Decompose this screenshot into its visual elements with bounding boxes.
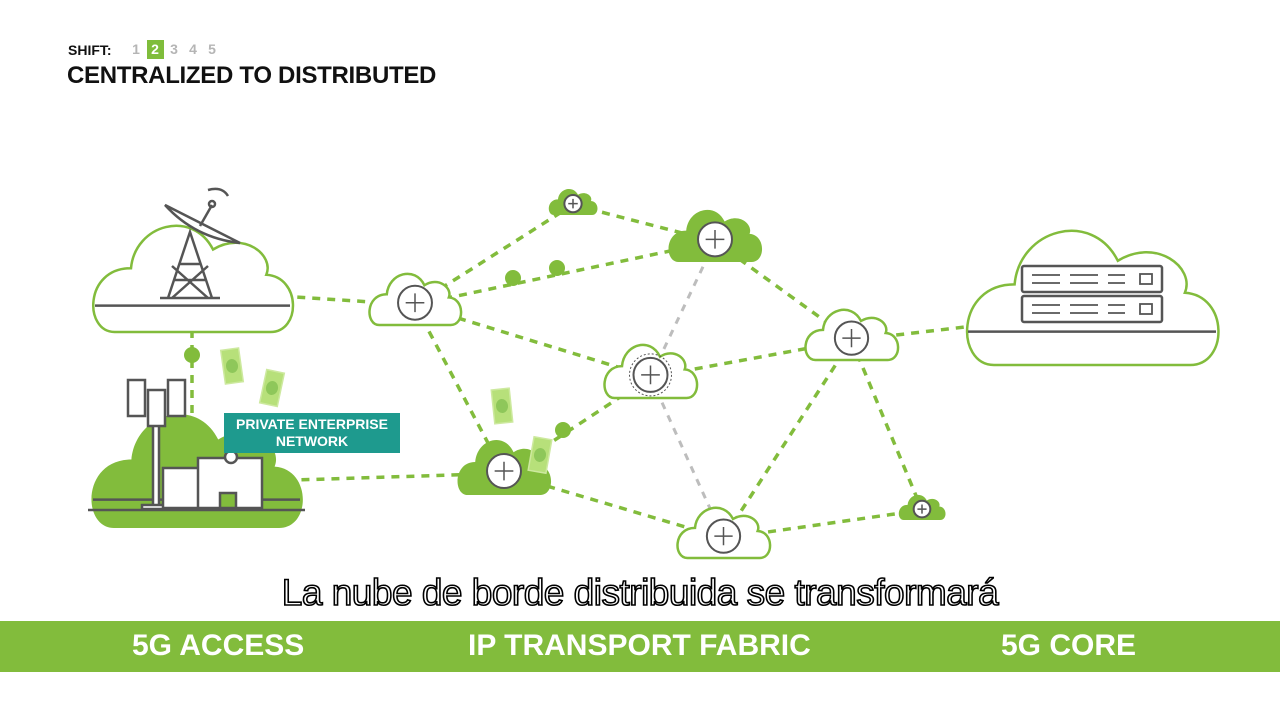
cell-tower-building-icon [88, 378, 305, 512]
step-1: 1 [132, 41, 140, 57]
router-icon [397, 284, 433, 321]
router-ring [629, 353, 672, 397]
badge-line-1: PRIVATE ENTERPRISE [236, 416, 388, 432]
label-5g-access: 5G ACCESS [132, 629, 305, 662]
dish-tip [207, 199, 217, 209]
server-led [1139, 303, 1153, 315]
money-icon [219, 347, 245, 385]
connection-D-G [649, 376, 725, 539]
router-icon [912, 499, 932, 519]
label-ip-transport-fabric: IP TRANSPORT FABRIC [468, 629, 811, 662]
router-icon [486, 453, 522, 490]
server-rack-icon [1020, 264, 1164, 324]
footer-bar: 5G ACCESS IP TRANSPORT FABRIC 5G CORE [0, 621, 1280, 672]
router-arrows [494, 461, 514, 481]
router-icon [833, 320, 870, 356]
data-packet-dot [184, 347, 200, 363]
shift-indicator: SHIFT: 1 2 3 4 5 [68, 40, 222, 59]
antenna-left [126, 378, 147, 418]
antenna-center [146, 388, 167, 428]
shift-label: SHIFT: [68, 41, 112, 58]
router-arrows [641, 365, 660, 385]
satellite-dish-icon [160, 187, 241, 300]
money-icon [527, 435, 553, 475]
router-arrows [714, 527, 733, 546]
money-icon [258, 368, 286, 408]
private-enterprise-network-badge: PRIVATE ENTERPRISE NETWORK [224, 413, 400, 453]
router-icon [697, 221, 733, 258]
data-packet-dot [505, 270, 521, 286]
router-arrows [405, 293, 425, 313]
building-door [218, 491, 238, 510]
step-3: 3 [170, 41, 178, 57]
dish-feed [198, 204, 214, 227]
router-arrows [917, 504, 927, 514]
data-packet-dot [555, 422, 571, 438]
step-2-active: 2 [146, 40, 164, 59]
signal-arc [207, 187, 230, 197]
step-4: 4 [189, 41, 197, 57]
bill-center [495, 399, 509, 413]
router-icon [705, 518, 742, 554]
step-5: 5 [208, 41, 216, 57]
data-packet-dot [549, 260, 565, 276]
router-arrows [568, 198, 578, 209]
router-icon [563, 194, 583, 214]
tower-frame [160, 228, 220, 300]
router-arrows [842, 329, 861, 348]
money-icon [490, 387, 514, 425]
network-diagram [88, 187, 1220, 560]
slide-title: CENTRALIZED TO DISTRIBUTED [67, 62, 437, 89]
router-arrows [705, 229, 725, 249]
building-low [161, 466, 205, 510]
dish [164, 203, 241, 245]
bill-center [225, 359, 239, 373]
router-icon [629, 353, 672, 397]
server-unit [1020, 294, 1164, 324]
bill-center [265, 381, 279, 395]
server-vents [1032, 304, 1125, 314]
server-unit [1020, 264, 1164, 294]
connection-A-E [413, 304, 506, 475]
connection-A-D [414, 303, 652, 379]
server-vents [1032, 274, 1125, 284]
badge-line-2: NETWORK [275, 433, 349, 449]
connection-Cc-D [649, 240, 717, 378]
connection-F-G [722, 339, 853, 540]
connection-A-Cc [414, 239, 716, 307]
label-5g-core: 5G CORE [1001, 629, 1137, 662]
video-subtitle: La nube de borde distribuida se transfor… [281, 571, 1000, 614]
bill-center [533, 448, 547, 462]
connection-F-H [849, 339, 924, 511]
diagram-icons [88, 187, 1216, 554]
antenna-right [166, 378, 187, 418]
server-led [1139, 273, 1153, 285]
